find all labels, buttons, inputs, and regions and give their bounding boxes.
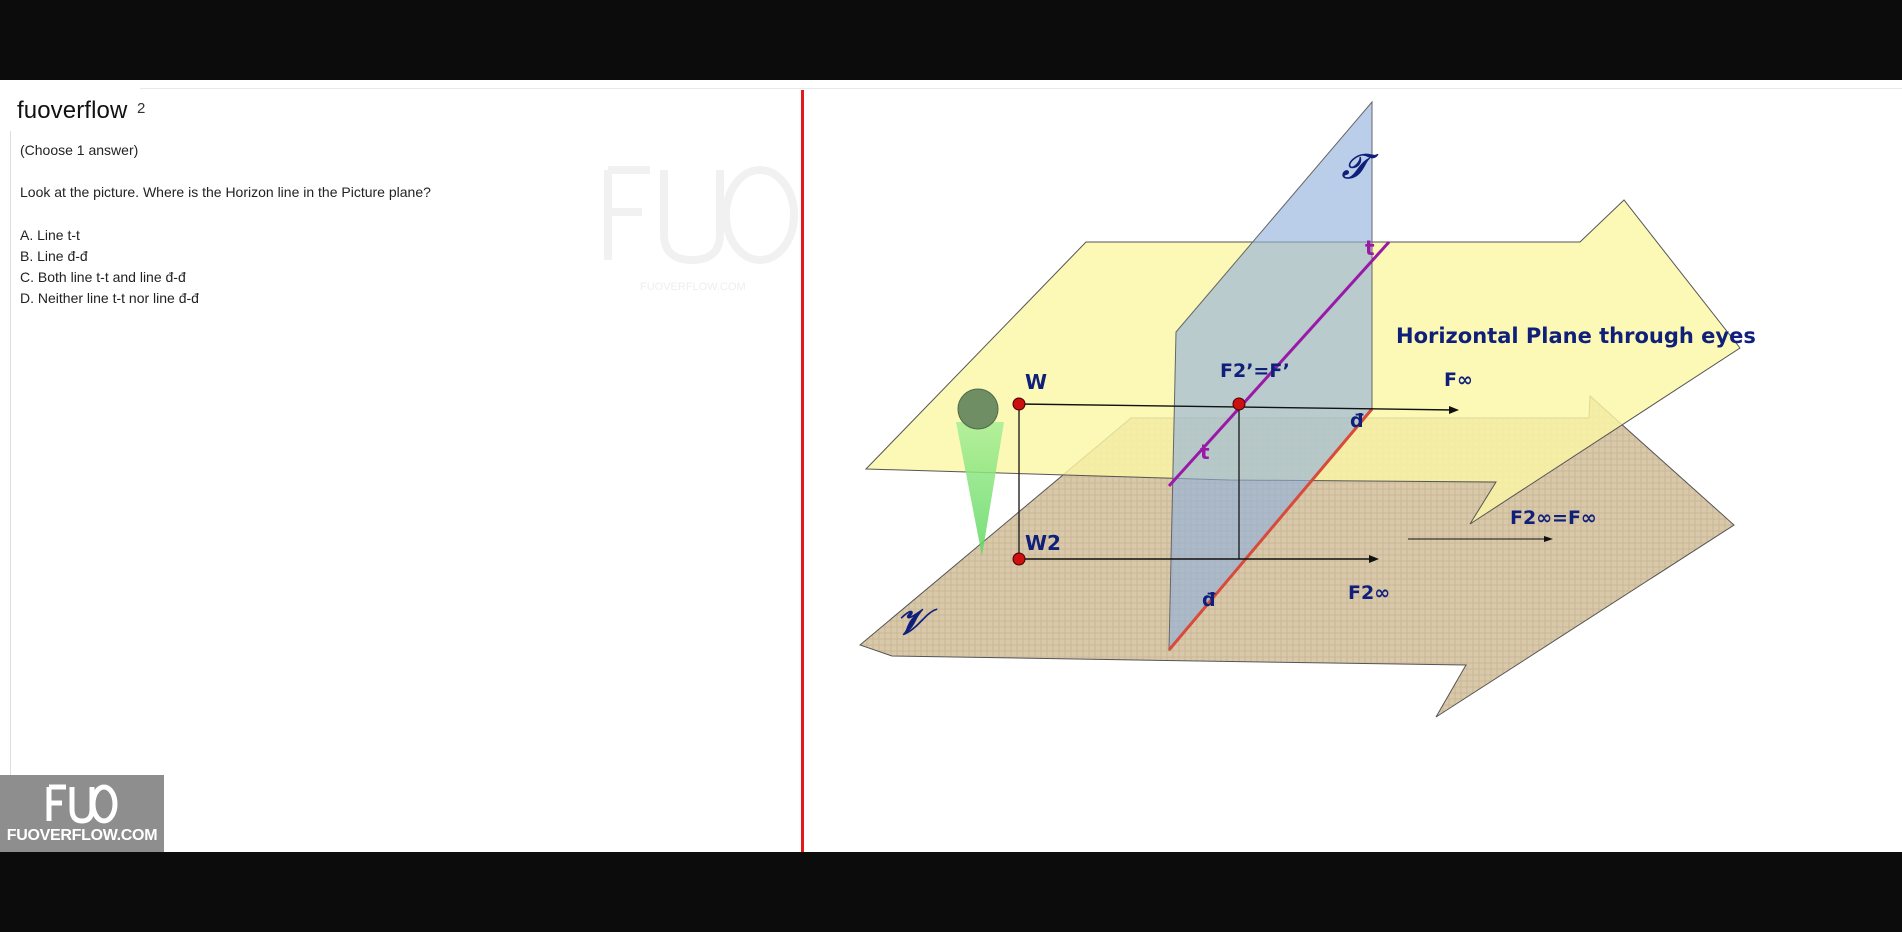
- answer-option-a[interactable]: A. Line t-t: [20, 227, 80, 243]
- question-instruction: (Choose 1 answer): [20, 142, 139, 158]
- brand-tab: [0, 89, 138, 131]
- label-f2-infinity: F2∞: [1348, 582, 1390, 604]
- watermark-logo-icon: [604, 166, 798, 265]
- answer-option-c[interactable]: C. Both line t-t and line đ-đ: [20, 269, 186, 285]
- observer-body: [956, 422, 1004, 556]
- label-f-infinity: F∞: [1444, 369, 1473, 391]
- logo-text: FUOVERFLOW.COM: [6, 827, 158, 844]
- label-w: W: [1025, 370, 1047, 394]
- watermark-url: FUOVERFLOW.COM: [640, 281, 746, 293]
- question-text: Look at the picture. Where is the Horizo…: [20, 184, 431, 200]
- answer-option-d[interactable]: D. Neither line t-t nor line đ-đ: [20, 290, 199, 306]
- point-f: [1232, 397, 1246, 411]
- label-horizontal-plane: Horizontal Plane through eyes: [1396, 324, 1756, 348]
- question-number: 2: [137, 100, 146, 117]
- left-border: [10, 130, 11, 776]
- fuo-logo-icon: [46, 784, 118, 824]
- label-picture-plane: 𝒯: [1341, 147, 1379, 187]
- label-d-top: đ: [1350, 410, 1364, 432]
- perspective-diagram: 𝒯 𝒱 Horizontal Plane through eyes W W2 F…: [859, 100, 1756, 718]
- header-rule: [140, 88, 1902, 89]
- label-d-bottom: đ: [1202, 589, 1216, 611]
- point-w: [1012, 397, 1026, 411]
- watermark-logo: FUOVERFLOW.COM: [604, 166, 798, 293]
- top-letterbox: [0, 0, 1902, 80]
- observer-head: [957, 388, 999, 430]
- ray-w2-arrowhead: [1369, 555, 1379, 563]
- label-t-bottom: t: [1200, 440, 1210, 464]
- ray-w-arrowhead: [1449, 406, 1459, 414]
- brand-title[interactable]: fuoverflow: [17, 97, 128, 124]
- line-t: [1167, 240, 1391, 488]
- label-f2inf-equals-finf: F2∞=F∞: [1510, 507, 1597, 529]
- line-d: [1167, 408, 1374, 651]
- label-t-top: t: [1365, 236, 1375, 260]
- label-w2: W2: [1025, 531, 1061, 555]
- point-w2: [1012, 552, 1026, 566]
- answer-options: A. Line t-t B. Line đ-đ C. Both line t-t…: [20, 225, 199, 309]
- fuoverflow-logo[interactable]: FUOVERFLOW.COM: [0, 775, 164, 852]
- label-f2-equals-f: F2’=F’: [1220, 360, 1290, 382]
- answer-option-b[interactable]: B. Line đ-đ: [20, 248, 88, 264]
- ray-far-arrowhead: [1544, 536, 1553, 542]
- pane-divider: [801, 90, 804, 852]
- bottom-letterbox: [0, 852, 1902, 932]
